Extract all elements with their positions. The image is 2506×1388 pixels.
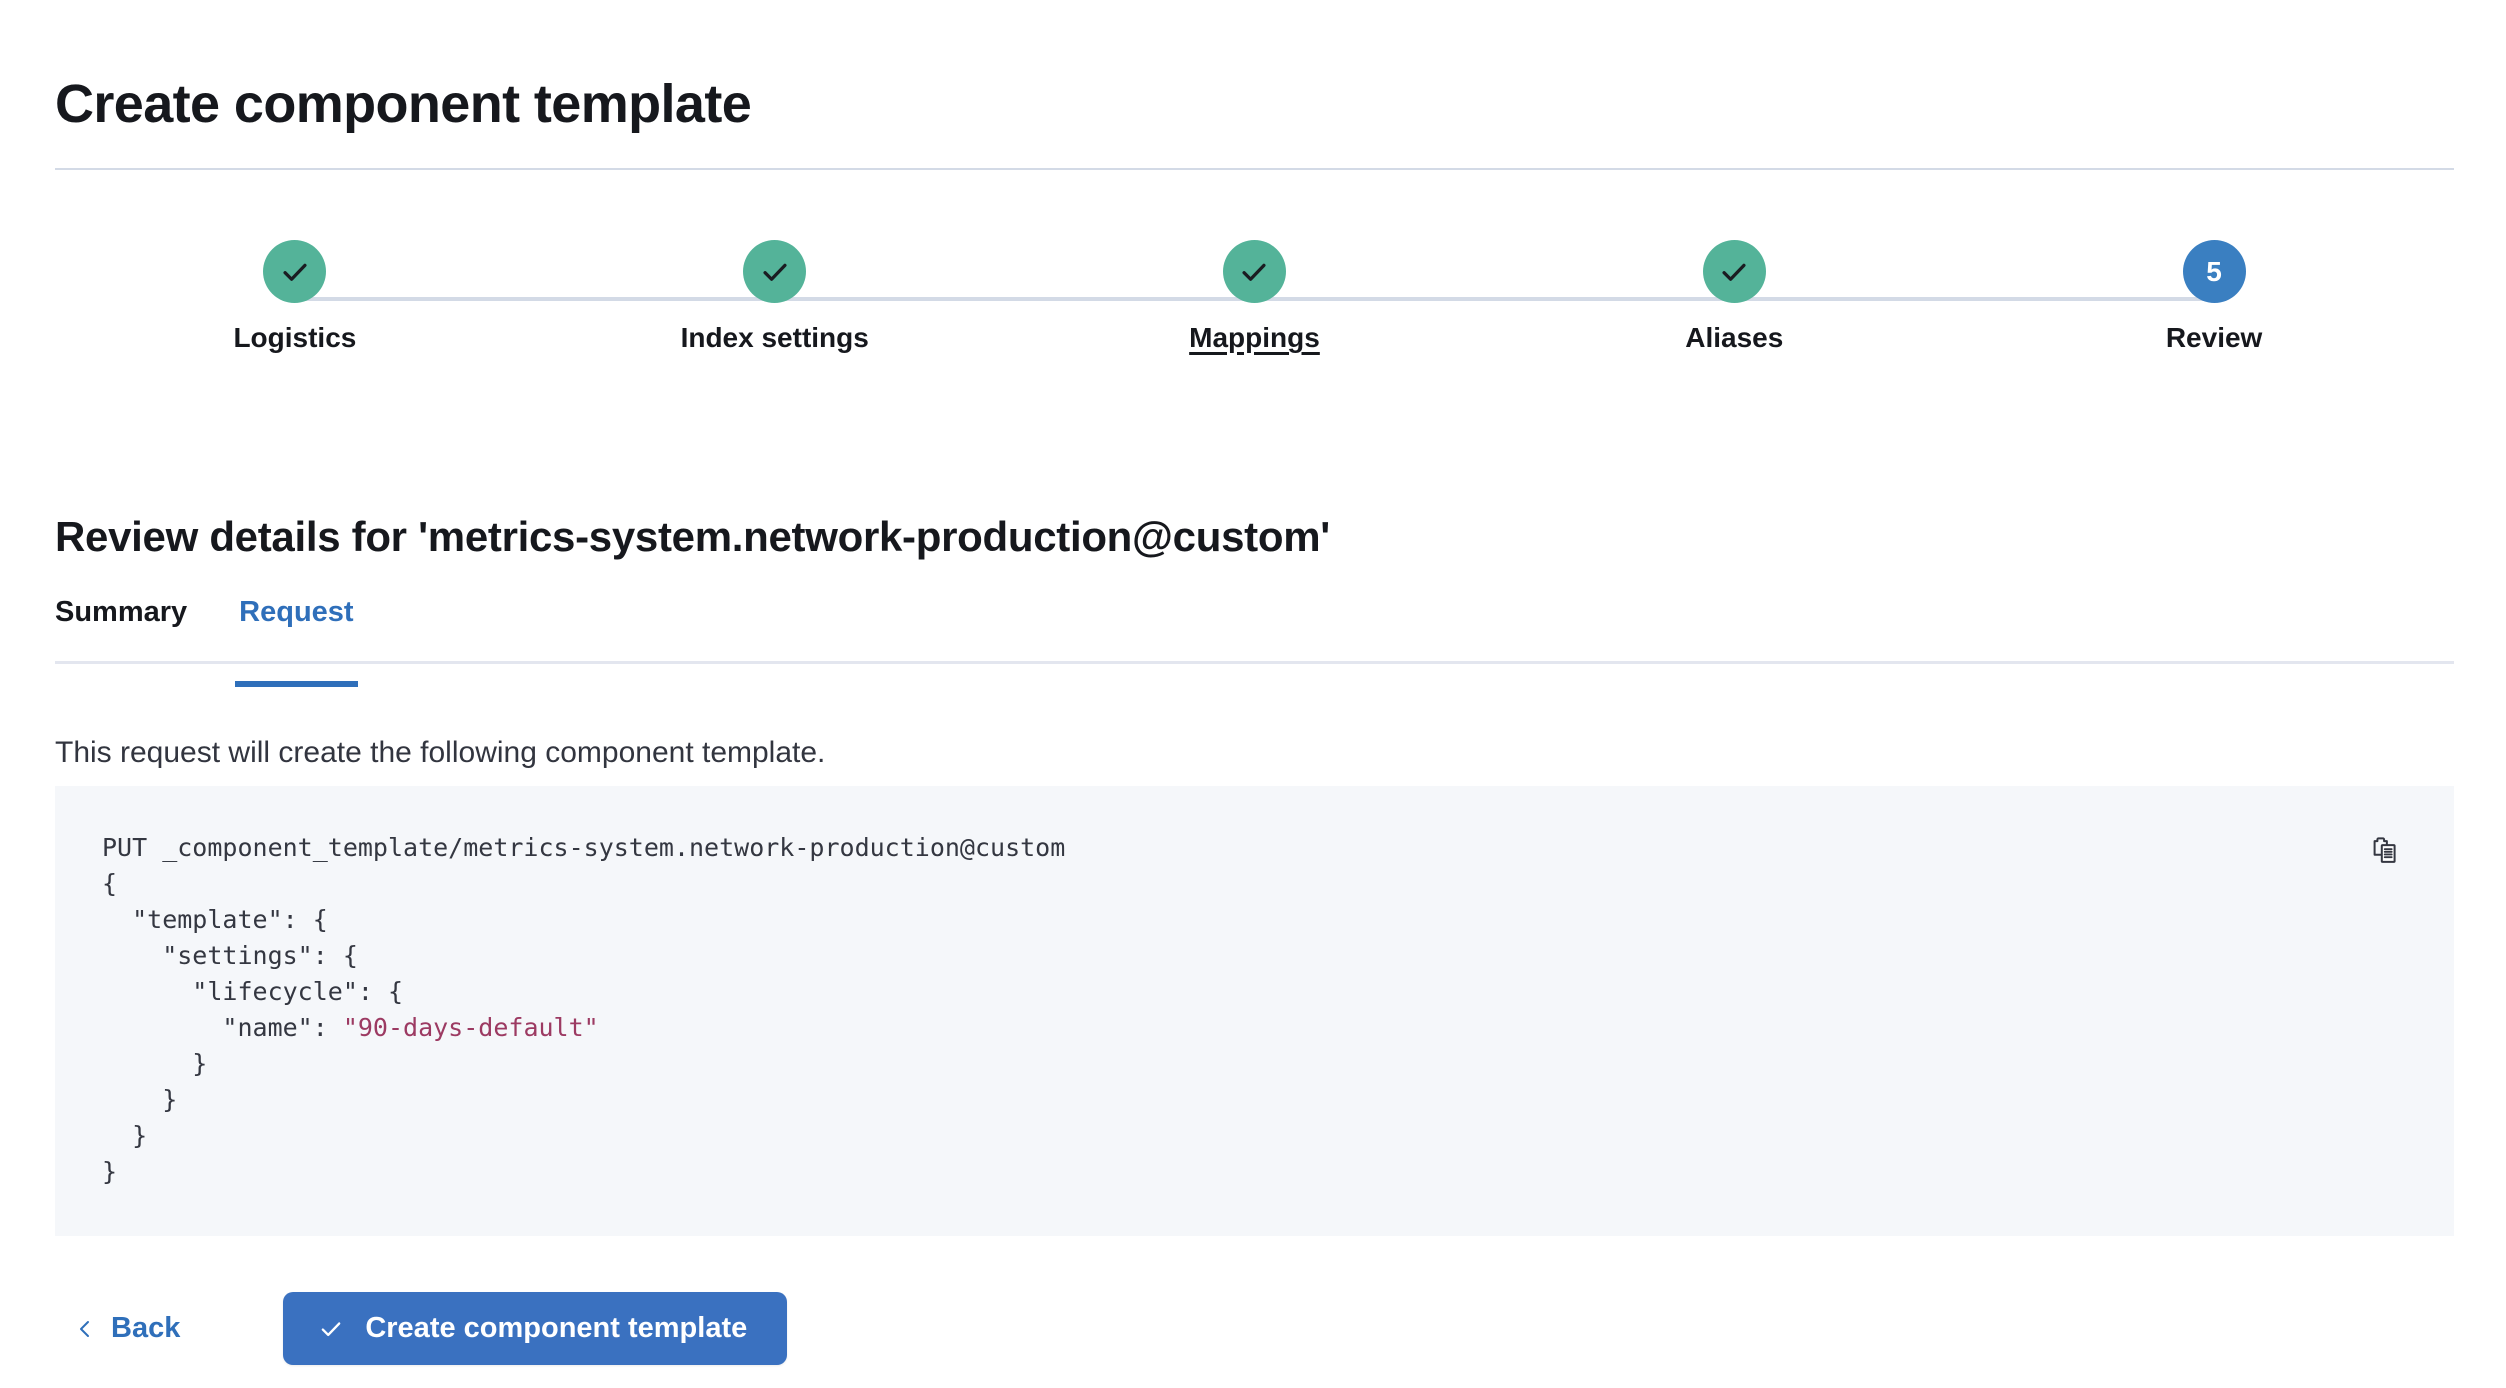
step-aliases-status-circle[interactable] bbox=[1702, 240, 1766, 303]
chevron-left-icon bbox=[80, 1320, 89, 1337]
code-line-close-2: } bbox=[102, 1085, 178, 1114]
check-icon bbox=[283, 263, 307, 281]
step-index-settings[interactable]: Index settings bbox=[535, 240, 1015, 385]
check-icon bbox=[321, 1321, 341, 1336]
code-line-close-4: } bbox=[102, 1157, 118, 1186]
back-button[interactable]: Back bbox=[55, 1314, 180, 1343]
code-method-line: PUT _component_template/metrics-system.n… bbox=[102, 833, 1066, 862]
code-line-close-1: } bbox=[102, 1049, 208, 1078]
create-component-template-button[interactable]: Create component template bbox=[283, 1292, 788, 1365]
step-logistics-status-circle[interactable] bbox=[263, 240, 327, 303]
page-title: Create component template bbox=[55, 74, 752, 135]
step-index-settings-label: Index settings bbox=[680, 322, 869, 353]
review-tabs: Summary Request bbox=[55, 592, 2454, 687]
back-button-label: Back bbox=[111, 1312, 181, 1344]
step-mappings-status-circle[interactable] bbox=[1222, 240, 1286, 303]
code-line-lifecycle: "lifecycle": { bbox=[102, 977, 404, 1006]
check-icon bbox=[1242, 263, 1267, 281]
wizard-stepper: Logistics Index settings Mappings bbox=[55, 240, 2454, 385]
copy-to-clipboard-button[interactable] bbox=[2363, 829, 2407, 873]
request-description: This request will create the following c… bbox=[55, 736, 826, 769]
code-line-template: "template": { bbox=[102, 905, 328, 934]
tab-summary[interactable]: Summary bbox=[55, 592, 187, 627]
step-review-label: Review bbox=[2165, 322, 2263, 353]
tabs-bottom-border bbox=[55, 661, 2454, 664]
code-line-open-brace: { bbox=[102, 869, 118, 898]
step-aliases[interactable]: Aliases bbox=[1494, 240, 1974, 385]
create-component-template-button-label: Create component template bbox=[365, 1312, 748, 1344]
wizard-footer: Back Create component template bbox=[55, 1292, 788, 1365]
step-mappings[interactable]: Mappings bbox=[1015, 240, 1495, 385]
code-line-name-key: "name": bbox=[102, 1013, 343, 1042]
step-mappings-label[interactable]: Mappings bbox=[1189, 322, 1320, 353]
step-logistics[interactable]: Logistics bbox=[55, 240, 535, 385]
review-section-title: Review details for 'metrics-system.netwo… bbox=[55, 512, 1330, 560]
header-divider bbox=[55, 168, 2454, 170]
step-review[interactable]: 5 Review bbox=[1974, 240, 2454, 385]
step-aliases-label: Aliases bbox=[1685, 322, 1784, 353]
copy-clipboard-icon bbox=[2373, 837, 2396, 863]
code-line-close-3: } bbox=[102, 1121, 148, 1150]
step-logistics-label: Logistics bbox=[233, 322, 357, 353]
step-index-settings-status-circle[interactable] bbox=[743, 240, 807, 303]
check-icon bbox=[763, 263, 787, 281]
code-line-settings: "settings": { bbox=[102, 941, 358, 970]
tab-request[interactable]: Request bbox=[235, 592, 359, 687]
request-code-text: PUT _component_template/metrics-system.n… bbox=[102, 830, 1065, 1190]
step-review-number: 5 bbox=[2206, 255, 2222, 287]
step-review-status-circle[interactable]: 5 bbox=[2182, 240, 2246, 303]
check-icon bbox=[1722, 263, 1746, 281]
code-line-name-value: "90-days-default" bbox=[342, 1013, 599, 1042]
request-code-block: PUT _component_template/metrics-system.n… bbox=[55, 786, 2454, 1236]
